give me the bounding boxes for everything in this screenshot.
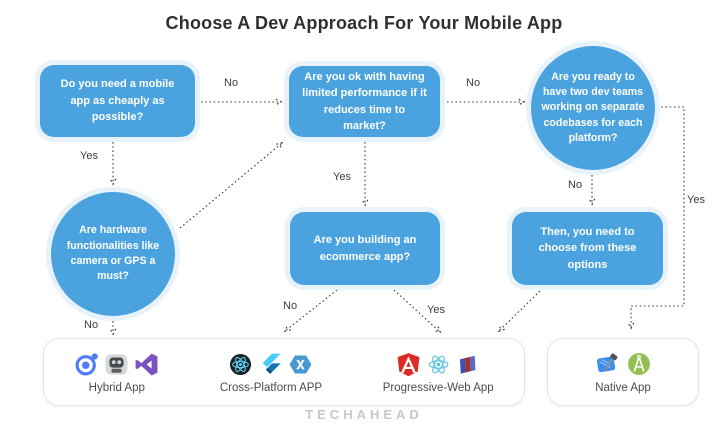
edge-label-yes: Yes	[333, 171, 351, 183]
edge-label-yes: Yes	[80, 150, 98, 162]
hybrid-icons	[74, 350, 159, 378]
outcome-label: Native App	[595, 382, 651, 394]
edge-label-no: No	[466, 77, 481, 89]
node-text: Do you need a mobile app as cheaply as p…	[60, 78, 175, 124]
edge-twoteams-to-native	[631, 106, 685, 328]
node-text: Are you ready to have two dev teams work…	[541, 70, 645, 145]
node-question-performance: Are you ok with having limited performan…	[289, 66, 440, 137]
xcode-icon	[596, 353, 618, 373]
edge-label-no: No	[568, 179, 583, 191]
edge-label-no: No	[224, 77, 239, 89]
pwa-icons	[396, 350, 481, 378]
node-question-two-teams: Are you ready to have two dev teams work…	[531, 46, 655, 170]
native-group: Native App	[595, 350, 652, 394]
outcome-hybrid-app: Hybrid App	[74, 350, 159, 394]
polymer-icon	[459, 355, 476, 374]
node-question-hardware: Are hardware functionalities like camera…	[51, 192, 175, 316]
cross-platform-icons	[228, 350, 313, 378]
node-text: Are you building an ecommerce app?	[313, 234, 417, 263]
edge-choose-to-pwa	[499, 290, 541, 331]
phonegap-robot-icon	[105, 353, 128, 375]
techahead-logo: TECHAHEAD	[305, 407, 423, 422]
angular-icon	[397, 352, 420, 376]
xamarin-icon	[290, 355, 312, 373]
outcome-cross-platform-app: Cross-Platform APP	[220, 350, 322, 394]
node-question-ecommerce: Are you building an ecommerce app?	[290, 212, 440, 285]
node-question-cheap: Do you need a mobile app as cheaply as p…	[40, 65, 195, 137]
edge-label-yes: Yes	[687, 194, 705, 206]
node-text: Then, you need to choose from these opti…	[538, 225, 637, 271]
edge-label-no: No	[84, 319, 99, 331]
edge-hardware-to-performance	[179, 143, 282, 229]
react-icon	[428, 355, 449, 373]
outcome-progressive-web-app: Progressive-Web App	[383, 350, 494, 394]
page-title: Choose A Dev Approach For Your Mobile Ap…	[165, 13, 563, 33]
visual-studio-icon	[135, 353, 158, 375]
outcome-native-app: Native App	[547, 338, 699, 406]
node-text: Are hardware functionalities like camera…	[66, 224, 160, 283]
node-text: Are you ok with having limited performan…	[302, 70, 427, 133]
outcome-strip: Hybrid App	[43, 338, 525, 406]
android-studio-icon	[627, 353, 650, 375]
edge-ecommerce-to-pwa	[393, 289, 440, 332]
react-icon	[230, 353, 252, 375]
node-choose-options: Then, you need to choose from these opti…	[512, 212, 663, 285]
outcome-label: Progressive-Web App	[382, 382, 494, 394]
edge-label-no: No	[283, 300, 298, 312]
outcome-label: Cross-Platform APP	[219, 382, 323, 394]
native-icons	[595, 350, 652, 378]
ionic-icon	[75, 352, 99, 375]
outcome-label: Hybrid App	[88, 382, 145, 394]
edge-label-yes: Yes	[427, 304, 445, 316]
edge-ecommerce-to-crossplatform	[285, 289, 338, 331]
flutter-icon	[263, 353, 282, 374]
